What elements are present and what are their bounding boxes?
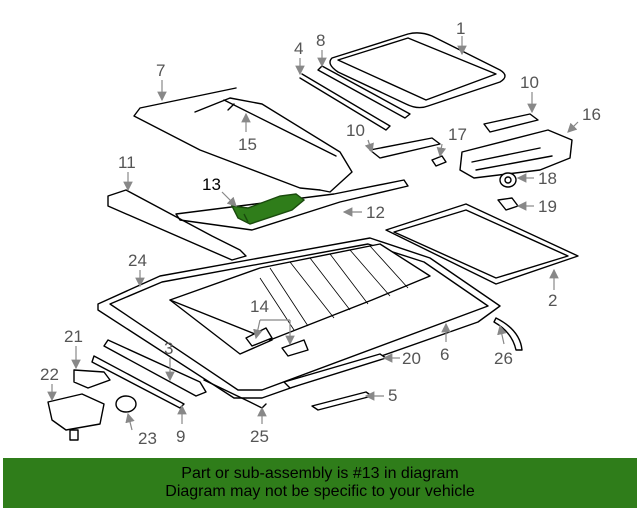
callout-6: 6: [440, 322, 451, 364]
svg-text:21: 21: [64, 327, 83, 346]
part-12-guide-rail: [175, 179, 409, 231]
svg-text:12: 12: [366, 203, 385, 222]
svg-text:25: 25: [250, 427, 269, 446]
callout-21: 21: [64, 327, 83, 370]
svg-text:11: 11: [118, 153, 136, 172]
svg-text:10: 10: [520, 73, 539, 92]
svg-text:23: 23: [138, 429, 157, 448]
svg-text:18: 18: [538, 169, 557, 188]
part-5-strip: [311, 391, 373, 411]
part-10-bracket-right: [483, 113, 539, 133]
callout-10-right: 10: [520, 73, 539, 114]
part-15-frame: [194, 97, 353, 193]
part-3-rail: [103, 339, 207, 397]
part-17-clip: [431, 155, 447, 167]
part-11-seal: [107, 189, 247, 261]
svg-text:24: 24: [128, 251, 147, 270]
part-4-deflector-strip: [299, 73, 391, 131]
part-25-cable: [203, 379, 267, 409]
svg-text:13: 13: [202, 175, 221, 194]
callout-25: 25: [250, 406, 269, 446]
part-18-grommet: [499, 172, 517, 188]
callout-20: 20: [382, 349, 421, 368]
callout-12: 12: [342, 203, 385, 222]
part-13-cable-guide: [230, 193, 306, 225]
svg-text:19: 19: [538, 197, 557, 216]
callout-5: 5: [364, 386, 397, 405]
callout-23: 23: [125, 412, 157, 448]
svg-text:20: 20: [402, 349, 421, 368]
svg-text:22: 22: [40, 365, 59, 384]
part-22-drive-unit: [47, 393, 105, 441]
callout-24: 24: [128, 251, 147, 288]
banner-line-2: Diagram may not be specific to your vehi…: [165, 483, 475, 500]
svg-text:26: 26: [494, 349, 513, 368]
callout-15: 15: [238, 112, 257, 154]
part-8-seal-strip: [317, 65, 411, 119]
callout-1: 1: [456, 19, 467, 56]
svg-text:8: 8: [316, 31, 325, 50]
part-2-glass-frame: [385, 203, 579, 285]
callout-16: 16: [567, 105, 601, 133]
callout-7: 7: [156, 61, 167, 102]
svg-text:2: 2: [548, 291, 557, 310]
info-banner: Part or sub-assembly is #13 in diagram D…: [3, 458, 637, 508]
callout-3: 3: [164, 339, 175, 382]
svg-text:7: 7: [156, 61, 165, 80]
part-6-roof-panel: [169, 243, 431, 355]
part-23-grommet: [115, 395, 137, 413]
svg-text:14: 14: [250, 297, 269, 316]
svg-text:10: 10: [346, 121, 365, 140]
callout-4: 4: [294, 39, 305, 76]
part-10-bracket-left: [369, 137, 441, 159]
callout-11: 11: [118, 153, 136, 192]
svg-text:17: 17: [448, 125, 467, 144]
callout-26: 26: [494, 324, 513, 368]
part-24-main-frame: [97, 237, 501, 399]
svg-text:6: 6: [440, 345, 449, 364]
callout-10-left: 10: [346, 121, 374, 154]
part-21-motor-bracket: [73, 369, 111, 389]
part-19-switch: [497, 197, 519, 211]
callout-22: 22: [40, 365, 59, 402]
part-26-seal-end: [493, 317, 523, 351]
callout-14: 14: [250, 297, 295, 346]
part-16-drive-motor: [459, 129, 573, 179]
svg-text:5: 5: [388, 386, 397, 405]
callout-9: 9: [176, 404, 187, 446]
callout-2: 2: [548, 268, 559, 310]
part-1-glass-panel: [329, 32, 506, 109]
svg-text:15: 15: [238, 135, 257, 154]
callout-18: 18: [516, 169, 557, 188]
parts-diagram: 1 2 3 4 5 6 7 8 9 10 10 11: [40, 19, 601, 448]
svg-text:9: 9: [176, 427, 185, 446]
part-20-strip: [283, 353, 387, 389]
callout-17: 17: [436, 125, 467, 158]
part-7-seal: [133, 87, 321, 191]
callout-13: 13: [202, 175, 237, 207]
callout-8: 8: [316, 31, 327, 68]
svg-text:1: 1: [456, 19, 465, 38]
callout-19: 19: [516, 197, 557, 216]
banner-line-1: Part or sub-assembly is #13 in diagram: [181, 465, 459, 482]
svg-text:4: 4: [294, 39, 303, 58]
svg-text:16: 16: [582, 105, 601, 124]
svg-text:3: 3: [164, 339, 173, 358]
